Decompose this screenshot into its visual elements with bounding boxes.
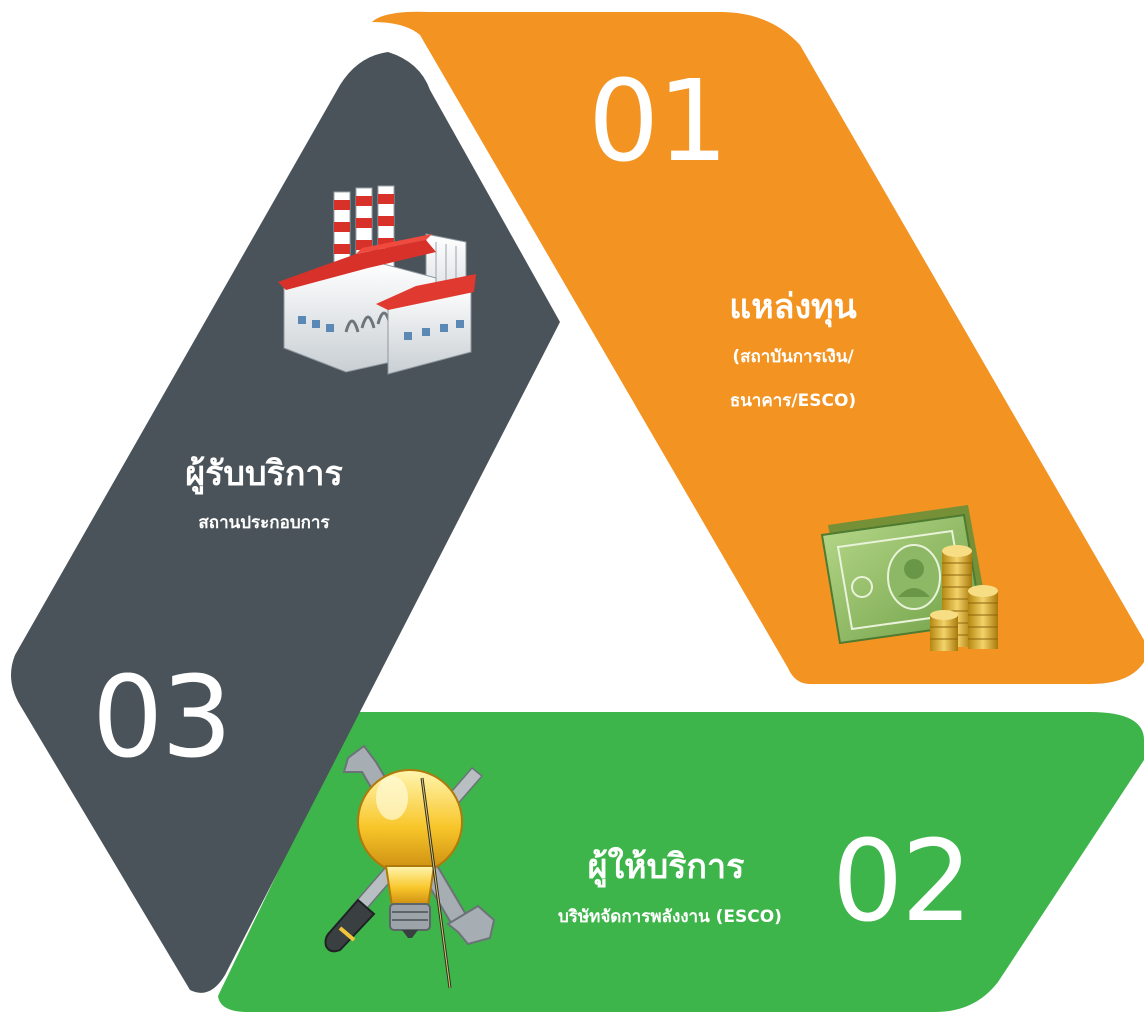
lightbulb-tools-icon xyxy=(324,744,496,989)
segment-02-number: 02 xyxy=(832,817,971,947)
segment-03-subtitle-line-1: สถานประกอบการ xyxy=(198,513,330,533)
segment-01-title: แหล่งทุน xyxy=(729,287,856,328)
segment-03-number: 03 xyxy=(92,653,231,783)
segment-01-number: 01 xyxy=(588,57,727,187)
segment-03-title: ผู้รับบริการ xyxy=(185,454,343,495)
segment-01-subtitle-line-2: ธนาคาร/ESCO) xyxy=(730,391,856,411)
factory-icon xyxy=(278,185,476,375)
segment-02-subtitle-line-1: บริษัทจัดการพลังงาน (ESCO) xyxy=(558,907,782,927)
segment-02-title: ผู้ให้บริการ xyxy=(588,846,745,888)
segment-01-subtitle-line-1: (สถาบันการเงิน/ xyxy=(732,347,854,367)
money-coins-icon xyxy=(820,505,998,651)
